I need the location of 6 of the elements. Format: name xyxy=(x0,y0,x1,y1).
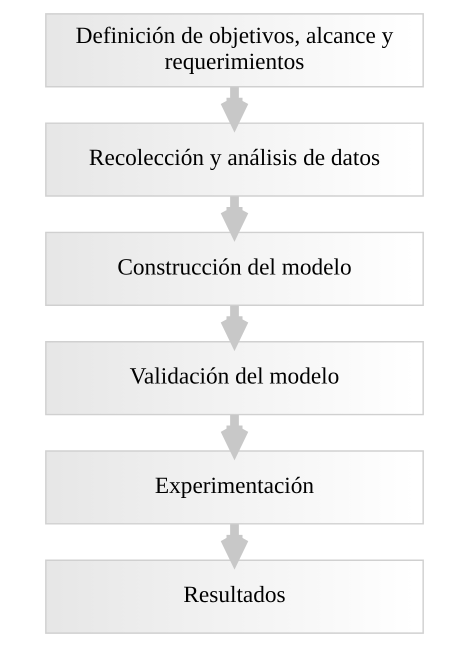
node-box: Definición de objetivos, alcance y requerimientos xyxy=(44,13,424,88)
node-box: Resultados xyxy=(44,560,424,634)
node-box: Recolección y análisis de datos xyxy=(44,122,424,197)
node-box: Validación del modelo xyxy=(44,340,424,416)
node-box: Construcción del modelo xyxy=(44,232,424,306)
node-box: Experimentación xyxy=(44,450,424,525)
